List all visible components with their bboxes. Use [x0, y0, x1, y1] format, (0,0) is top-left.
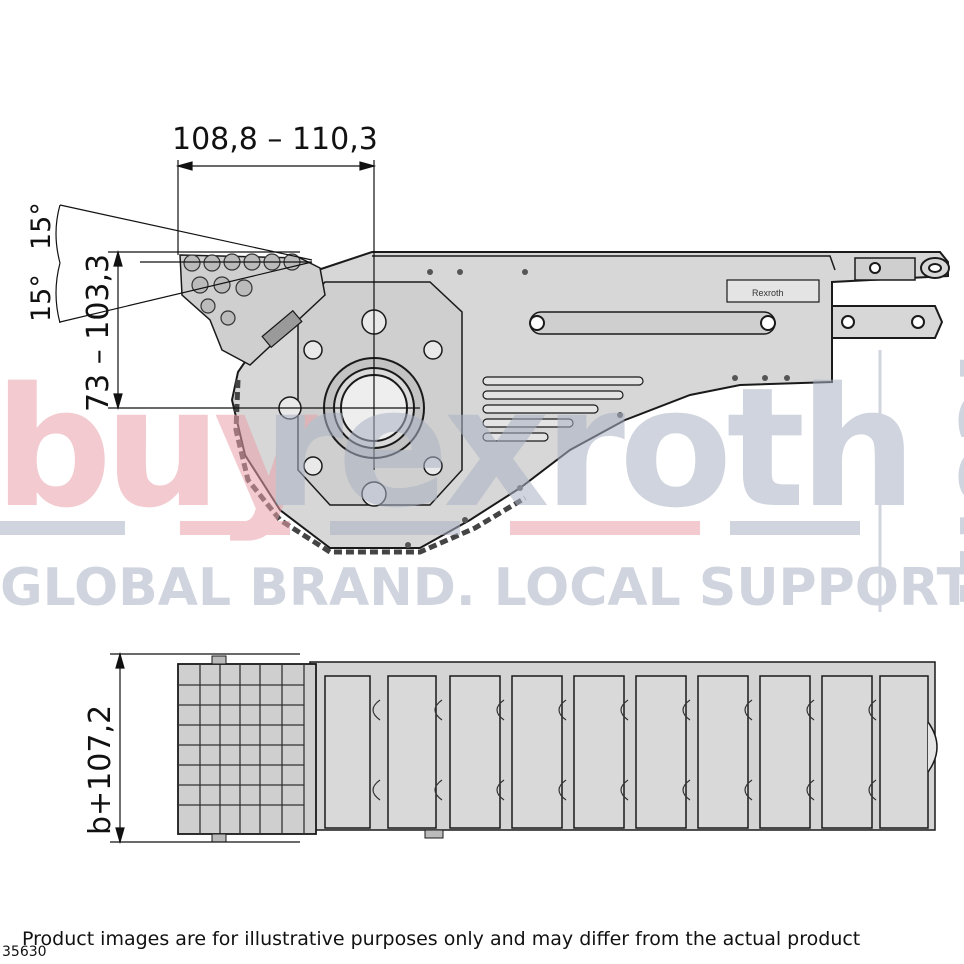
plan-view [177, 655, 938, 843]
watermark-brand-left: buy [0, 352, 319, 544]
side-view: Rexroth [179, 251, 950, 555]
label-plate [726, 279, 820, 303]
plan-head-module [177, 663, 317, 835]
dim-plan-width: b+107,2 [83, 705, 118, 835]
dim-angle-lower: 15° [26, 274, 57, 322]
dimension-labels: 108,8 – 110,3 15° 15° 73 – 103,3 b+107,2 [26, 122, 378, 835]
watermark-brand-right: rexroth [262, 352, 911, 544]
vent-slots [482, 376, 644, 442]
dim-height-range: 73 – 103,3 [81, 254, 116, 412]
chain-return [233, 379, 527, 555]
dim-angle-upper: 15° [26, 202, 57, 250]
watermark: buy rexroth GLOBAL BRAND. LOCAL SUPPORT.… [0, 350, 964, 618]
chain-links [324, 675, 938, 829]
return-arm [831, 305, 944, 339]
image-id: 35630 [2, 944, 47, 960]
watermark-domain: .com [937, 350, 964, 609]
dimension-lines [55, 160, 420, 845]
tension-slot [529, 311, 776, 335]
watermark-tagline: GLOBAL BRAND. LOCAL SUPPORT. [0, 558, 964, 618]
footer-disclaimer: Product images are for illustrative purp… [22, 928, 861, 950]
label-plate-text: Rexroth [752, 288, 784, 298]
plan-head-grid [178, 664, 305, 834]
dim-top-width: 108,8 – 110,3 [172, 122, 378, 157]
